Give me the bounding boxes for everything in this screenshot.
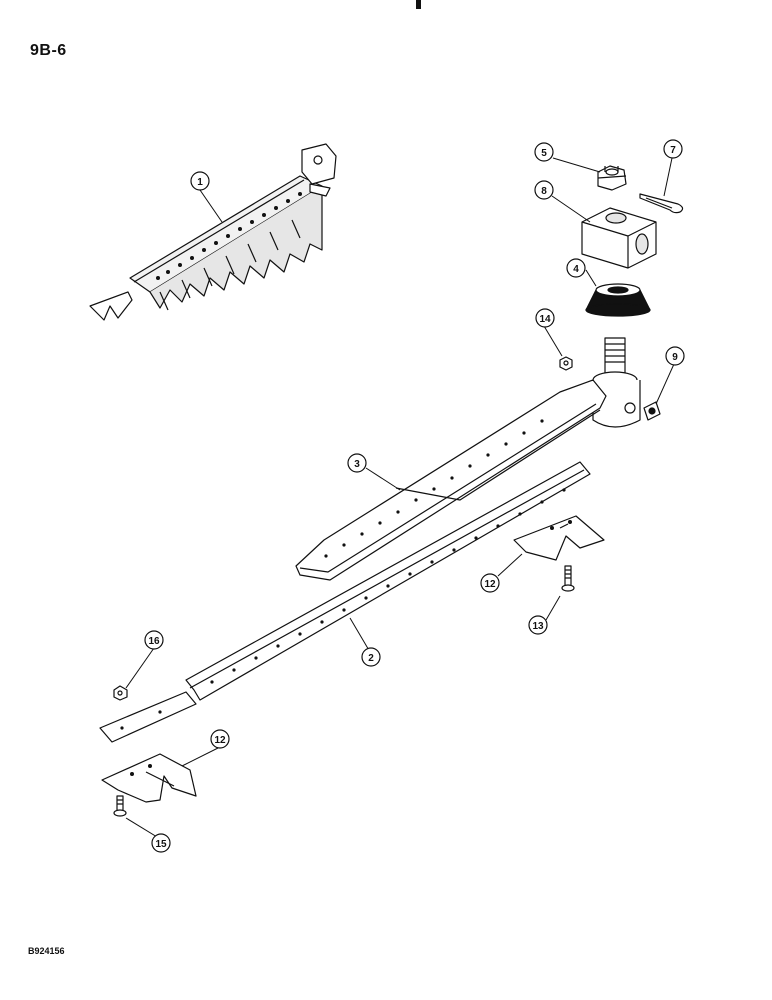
- section-bolt-15-drawing: [113, 795, 127, 817]
- svg-text:2: 2: [368, 653, 374, 664]
- sickle-bar-drawing: [99, 461, 591, 743]
- callout-3: 3: [347, 453, 367, 473]
- callout-4: 4: [566, 258, 586, 278]
- arm-holes: [324, 419, 544, 558]
- svg-text:4: 4: [573, 264, 579, 275]
- callout-14: 14: [535, 308, 555, 328]
- svg-text:15: 15: [155, 839, 167, 850]
- bearing-cone-drawing: [585, 283, 651, 317]
- svg-text:14: 14: [539, 314, 551, 325]
- leader-lines: [125, 157, 675, 841]
- page-top-mark: [416, 0, 421, 9]
- sickle-rivets: [156, 192, 302, 280]
- svg-text:3: 3: [354, 459, 360, 470]
- svg-text:13: 13: [532, 621, 544, 632]
- cotter-pin-drawing: [639, 193, 684, 214]
- svg-text:1: 1: [197, 177, 203, 188]
- svg-text:7: 7: [670, 145, 676, 156]
- callout-12-left: 12: [210, 729, 230, 749]
- callout-12-right: 12: [480, 573, 500, 593]
- svg-text:12: 12: [214, 735, 226, 746]
- callout-7: 7: [663, 139, 683, 159]
- callout-1: 1: [190, 171, 210, 191]
- castle-nut-drawing: [597, 165, 627, 191]
- callout-15: 15: [151, 833, 171, 853]
- figure-code: B924156: [28, 946, 65, 956]
- nut-14-drawing: [559, 356, 573, 371]
- callout-16: 16: [144, 630, 164, 650]
- svg-text:8: 8: [541, 186, 547, 197]
- callout-5: 5: [534, 142, 554, 162]
- page-label: 9B-6: [30, 42, 67, 59]
- sickle-section-left-drawing: [101, 753, 197, 803]
- svg-text:16: 16: [148, 636, 160, 647]
- svg-text:5: 5: [541, 148, 547, 159]
- callout-2: 2: [361, 647, 381, 667]
- nut-16-drawing: [113, 685, 128, 701]
- sickle-section-right-drawing: [513, 515, 605, 561]
- callout-9: 9: [665, 346, 685, 366]
- callout-8: 8: [534, 180, 554, 200]
- grease-fitting-drawing: [643, 401, 661, 421]
- sickle-head-arm-drawing: [295, 337, 641, 581]
- section-bolt-13-drawing: [561, 565, 575, 592]
- sickle-assembly-drawing: [89, 143, 337, 321]
- bar-holes: [210, 488, 566, 684]
- head-block-drawing: [581, 207, 657, 269]
- svg-text:12: 12: [484, 579, 496, 590]
- svg-text:9: 9: [672, 352, 678, 363]
- callout-balloons: 1 2 3 4 5 7 8: [144, 139, 685, 853]
- callout-13: 13: [528, 615, 548, 635]
